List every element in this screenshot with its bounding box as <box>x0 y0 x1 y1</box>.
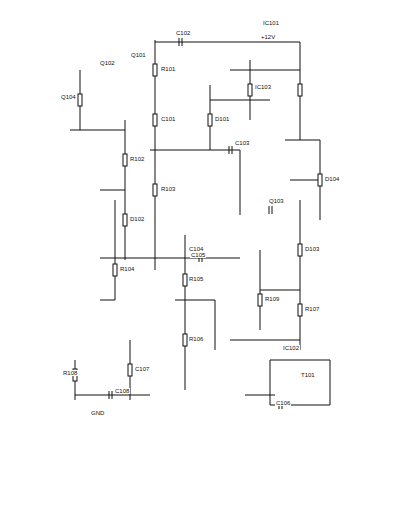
part-label: C102 <box>175 30 191 36</box>
resistor-symbol <box>153 184 157 196</box>
resistor-symbol <box>248 84 252 96</box>
part-label: Q103 <box>268 198 285 204</box>
part-label: Q101 <box>130 52 147 58</box>
resistor-symbol <box>153 114 157 126</box>
part-label: R107 <box>304 306 320 312</box>
resistor-symbol <box>258 294 262 306</box>
wire <box>150 40 300 270</box>
resistor-symbol <box>183 334 187 346</box>
resistor-symbol <box>183 274 187 286</box>
resistor-symbol <box>113 264 117 276</box>
part-label: IC102 <box>282 345 300 351</box>
part-label: Q102 <box>99 60 116 66</box>
part-label: R106 <box>188 336 204 342</box>
resistor-symbol <box>298 84 302 96</box>
capacitor-symbol <box>109 391 112 399</box>
resistor-symbol <box>128 364 132 376</box>
component-symbols <box>73 38 322 409</box>
part-label: C106 <box>275 400 291 406</box>
part-label: C108 <box>114 388 130 394</box>
part-label: D104 <box>324 176 340 182</box>
resistor-symbol <box>318 174 322 186</box>
part-label: D103 <box>304 246 320 252</box>
part-label: R109 <box>264 296 280 302</box>
part-label: Q104 <box>60 94 77 100</box>
capacitor-symbol <box>229 146 232 154</box>
wire <box>230 60 320 395</box>
part-label: C101 <box>160 116 176 122</box>
part-label: R105 <box>188 276 204 282</box>
part-label: IC101 <box>262 20 280 26</box>
part-label: D101 <box>214 116 230 122</box>
part-label: IC103 <box>254 84 272 90</box>
resistor-symbol <box>78 94 82 106</box>
capacitor-symbol <box>179 38 182 46</box>
resistor-symbol <box>153 64 157 76</box>
wire-group <box>70 40 330 405</box>
resistor-symbol <box>208 114 212 126</box>
part-label: D102 <box>129 216 145 222</box>
part-label: +12V <box>260 34 276 40</box>
part-label: GND <box>90 410 105 416</box>
resistor-symbol <box>123 214 127 226</box>
resistor-symbol <box>123 154 127 166</box>
part-label: R101 <box>160 66 176 72</box>
part-label: C107 <box>134 366 150 372</box>
part-label: R102 <box>129 156 145 162</box>
wire <box>70 70 150 400</box>
part-label: R108 <box>62 370 78 376</box>
part-label: R103 <box>160 186 176 192</box>
part-label: C103 <box>234 140 250 146</box>
resistor-symbol <box>298 244 302 256</box>
wire <box>260 200 330 405</box>
resistor-symbol <box>298 304 302 316</box>
part-label: C105 <box>190 252 206 258</box>
part-label: R104 <box>119 266 135 272</box>
wire <box>100 120 240 390</box>
part-label: T101 <box>300 372 316 378</box>
capacitor-symbol <box>269 206 272 214</box>
